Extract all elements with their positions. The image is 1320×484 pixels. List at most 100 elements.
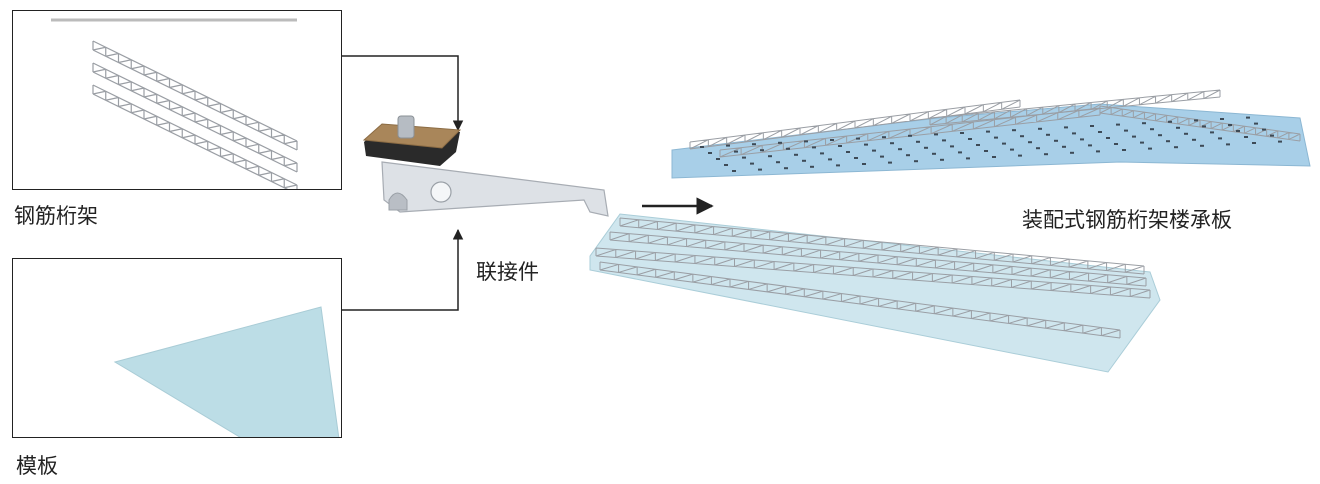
deck-dot xyxy=(724,164,728,166)
deck-dot xyxy=(966,157,970,160)
deck-dot xyxy=(1054,139,1058,142)
deck-dot xyxy=(924,146,928,149)
formwork-under-truss xyxy=(589,213,1161,373)
connector-label: 联接件 xyxy=(476,260,539,284)
deck-dot xyxy=(1262,128,1266,131)
deck-dot xyxy=(1158,134,1162,137)
deck-dot xyxy=(1254,122,1258,125)
formwork-sheet xyxy=(113,306,340,437)
arrow-formwork-to-connector xyxy=(342,228,464,311)
deck-dot xyxy=(830,139,834,141)
deck-dot xyxy=(1018,154,1022,157)
deck-dot xyxy=(856,137,860,140)
deck-dot xyxy=(716,158,720,160)
truss-member xyxy=(1099,105,1301,142)
deck-dot xyxy=(828,158,832,161)
deck-dot xyxy=(1244,136,1248,138)
deck-dot xyxy=(726,144,730,147)
deck-dot xyxy=(1246,116,1250,119)
deck-dot xyxy=(838,145,842,147)
deck-dot xyxy=(1236,130,1240,132)
deck-dot xyxy=(958,151,962,154)
deck-dot xyxy=(1278,140,1282,143)
deck-dot xyxy=(932,152,936,155)
deck-dot xyxy=(1028,141,1032,144)
deck-dot xyxy=(914,160,918,163)
steel-truss-image xyxy=(51,18,298,189)
truss-member xyxy=(92,84,298,189)
deck-dot xyxy=(1096,150,1100,153)
deck-dot xyxy=(1228,124,1232,126)
deck-dot xyxy=(758,168,762,171)
truss-member xyxy=(595,247,1151,299)
deck-dot xyxy=(1046,133,1050,136)
deck-dot xyxy=(1270,134,1274,137)
connector-clip xyxy=(388,192,408,211)
deck-dot xyxy=(1218,137,1222,140)
deck-dot xyxy=(776,161,780,164)
deck-dot xyxy=(760,149,764,152)
deck-dot xyxy=(1012,129,1016,132)
deck-dot xyxy=(804,140,808,143)
steel-truss-panel xyxy=(12,10,342,190)
deck-dot xyxy=(1192,138,1196,141)
assembled-deck-label: 装配式钢筋桁架楼承板 xyxy=(1022,208,1232,232)
deck-dot xyxy=(1080,138,1084,141)
deck-dot xyxy=(752,143,756,146)
truss-member xyxy=(719,107,1101,158)
truss-member xyxy=(599,261,1121,339)
deck-dot xyxy=(968,138,972,140)
deck-dot xyxy=(950,145,954,148)
deck-dot xyxy=(984,150,988,152)
deck-dot xyxy=(1122,149,1126,151)
deck-dot xyxy=(864,143,868,146)
deck-dot xyxy=(1106,137,1110,139)
deck-dot xyxy=(1194,119,1198,122)
deck-dot xyxy=(1116,123,1120,126)
deck-dot xyxy=(1174,146,1178,149)
deck-dot xyxy=(1252,142,1256,144)
deck-dot xyxy=(1150,128,1154,131)
truss-member xyxy=(609,231,1147,287)
deck-dot xyxy=(1072,132,1076,135)
deck-dot xyxy=(1088,144,1092,147)
deck-dot xyxy=(1044,153,1048,156)
deck-dot xyxy=(890,142,894,145)
connector-bracket xyxy=(381,161,609,217)
lower-trusses xyxy=(595,217,1151,339)
deck-dot xyxy=(1220,118,1224,120)
deck-dot xyxy=(888,161,892,164)
deck-dot xyxy=(768,155,772,158)
deck-dot xyxy=(940,158,944,161)
formwork-panel xyxy=(12,258,342,438)
deck-dot xyxy=(1090,125,1094,127)
deck-dot xyxy=(708,152,712,154)
deck-dot xyxy=(882,136,886,139)
deck-dot xyxy=(1124,129,1128,132)
deck-trusses xyxy=(689,89,1301,158)
deck-dot xyxy=(906,154,910,157)
deck-dot xyxy=(742,156,746,159)
deck-dot xyxy=(750,162,754,165)
deck-dot xyxy=(1064,126,1068,129)
deck-dot xyxy=(1062,145,1066,148)
deck-dot xyxy=(802,159,806,162)
deck-dot xyxy=(1132,135,1136,138)
connector-bolt xyxy=(397,115,415,139)
deck-dot xyxy=(862,163,866,165)
deck-dot xyxy=(898,148,902,151)
deck-dot xyxy=(1038,127,1042,130)
deck-dot xyxy=(786,147,790,150)
deck-dot xyxy=(700,146,704,148)
deck-dot xyxy=(1070,151,1074,154)
deck-dot xyxy=(1210,131,1214,134)
deck-dot xyxy=(1184,132,1188,135)
deck-dot xyxy=(960,132,964,134)
deck-dot xyxy=(1140,141,1144,144)
truss-member xyxy=(929,89,1221,126)
formwork-label: 模板 xyxy=(16,454,58,478)
deck-dot xyxy=(986,130,990,133)
